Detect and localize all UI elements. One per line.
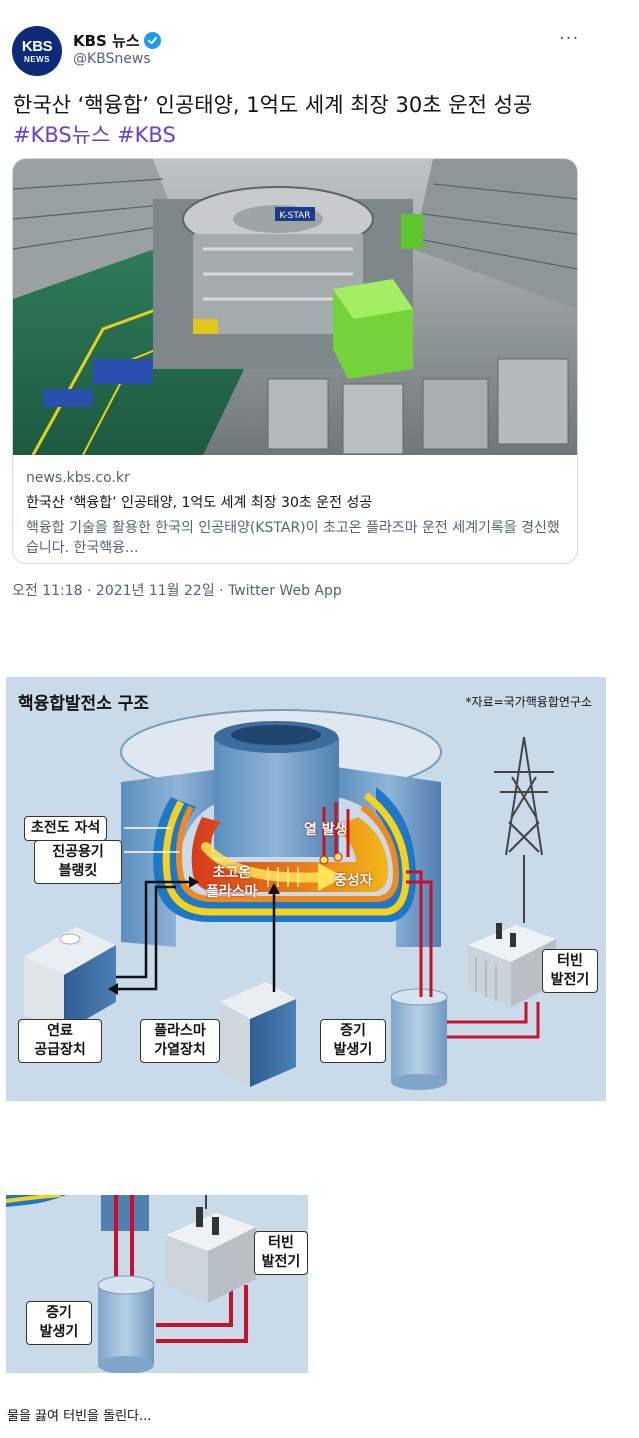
label-turbine-line2: 발전기 bbox=[550, 972, 590, 988]
label-turbine-line1: 터빈 bbox=[557, 953, 583, 969]
diagram-source: *자료=국가핵융합연구소 bbox=[465, 695, 592, 709]
label-heater: 플라스마 가열장치 bbox=[140, 1019, 220, 1063]
fusion-plant-diagram: 핵융합발전소 구조 *자료=국가핵융합연구소 초전도 자석 진공용기 블랭킷 열… bbox=[6, 677, 606, 1101]
crop-label-steam-line1: 증기 bbox=[46, 1305, 72, 1321]
card-description: 핵융합 기술을 활용한 한국의 인공태양(KSTAR)이 초고온 플라즈마 운전… bbox=[26, 520, 560, 556]
avatar[interactable]: KBS NEWS bbox=[12, 26, 62, 76]
source-app-link[interactable]: Twitter Web App bbox=[228, 583, 342, 599]
label-magnet: 초전도 자석 bbox=[24, 816, 108, 841]
label-heater-line1: 플라스마 bbox=[154, 1023, 206, 1039]
hashtag-link[interactable]: #KBS bbox=[117, 123, 176, 147]
tweet-text: 한국산 ‘핵융합’ 인공태양, 1억도 세계 최장 30초 운전 성공 #KBS… bbox=[13, 90, 573, 150]
label-plasma: 초고온 플라스마 bbox=[206, 864, 258, 902]
crop-label-steam-line2: 발생기 bbox=[39, 1324, 79, 1340]
timestamp-text[interactable]: 오전 11:18 · 2021년 11월 22일 · bbox=[12, 583, 229, 599]
card-meta: news.kbs.co.kr 한국산 ‘핵융합’ 인공태양, 1억도 세계 최장… bbox=[26, 470, 566, 558]
verified-badge-icon bbox=[143, 32, 161, 49]
card-title: 한국산 ‘핵융합’ 인공태양, 1억도 세계 최장 30초 운전 성공 bbox=[26, 495, 373, 511]
author-name-row[interactable]: KBS 뉴스 bbox=[73, 30, 161, 51]
tweet-timestamp: 오전 11:18 · 2021년 11월 22일 · Twitter Web A… bbox=[12, 580, 342, 600]
card-domain: news.kbs.co.kr bbox=[26, 470, 130, 486]
label-steam-line1: 증기 bbox=[340, 1023, 366, 1039]
diagram-illustration bbox=[24, 709, 556, 1090]
hashtag-link[interactable]: #KBS뉴스 bbox=[13, 123, 111, 147]
crop-label-turbine: 터빈 발전기 bbox=[254, 1231, 308, 1275]
label-heat: 열 발생 bbox=[304, 822, 348, 838]
label-heater-line2: 가열장치 bbox=[154, 1042, 206, 1058]
avatar-text-news: NEWS bbox=[24, 54, 50, 64]
label-vessel-line1: 진공용기 bbox=[52, 844, 104, 860]
label-fuel: 연료 공급장치 bbox=[18, 1019, 102, 1063]
crop-label-turbine-line2: 발전기 bbox=[261, 1254, 301, 1270]
author-handle[interactable]: @KBSnews bbox=[73, 51, 151, 67]
card-image-sign: K-STAR bbox=[279, 211, 310, 221]
label-plasma-line1: 초고온 bbox=[212, 865, 252, 881]
cropped-diagram: 터빈 발전기 증기 발생기 bbox=[6, 1195, 308, 1373]
label-fuel-line2: 공급장치 bbox=[34, 1042, 86, 1058]
label-plasma-line2: 플라스마 bbox=[206, 884, 258, 900]
crop-label-turbine-line1: 터빈 bbox=[268, 1235, 294, 1251]
card-image: K-STAR bbox=[13, 159, 577, 455]
label-vessel-line2: 블랭킷 bbox=[58, 863, 98, 879]
diagram-title: 핵융합발전소 구조 bbox=[18, 694, 150, 714]
caption-text: 물을 끓여 터빈을 돌린다... bbox=[7, 1409, 152, 1424]
label-steam: 증기 발생기 bbox=[320, 1019, 386, 1063]
label-vessel: 진공용기 블랭킷 bbox=[34, 840, 122, 884]
cropped-illustration bbox=[6, 1195, 256, 1373]
label-neutron: 중성자 bbox=[334, 873, 373, 889]
author-display-name[interactable]: KBS 뉴스 bbox=[73, 32, 140, 50]
label-fuel-line1: 연료 bbox=[47, 1023, 73, 1039]
crop-label-steam: 증기 발생기 bbox=[26, 1301, 92, 1345]
more-options-icon[interactable]: ··· bbox=[559, 28, 580, 49]
label-turbine: 터빈 발전기 bbox=[542, 949, 598, 993]
link-preview-card[interactable]: K-STAR news.kbs.co.kr 한국산 ‘핵융합’ 인공태양, 1억… bbox=[12, 158, 578, 564]
avatar-text-kbs: KBS bbox=[21, 37, 53, 55]
tweet-body: 한국산 ‘핵융합’ 인공태양, 1억도 세계 최장 30초 운전 성공 bbox=[13, 93, 533, 117]
label-steam-line2: 발생기 bbox=[333, 1042, 373, 1058]
